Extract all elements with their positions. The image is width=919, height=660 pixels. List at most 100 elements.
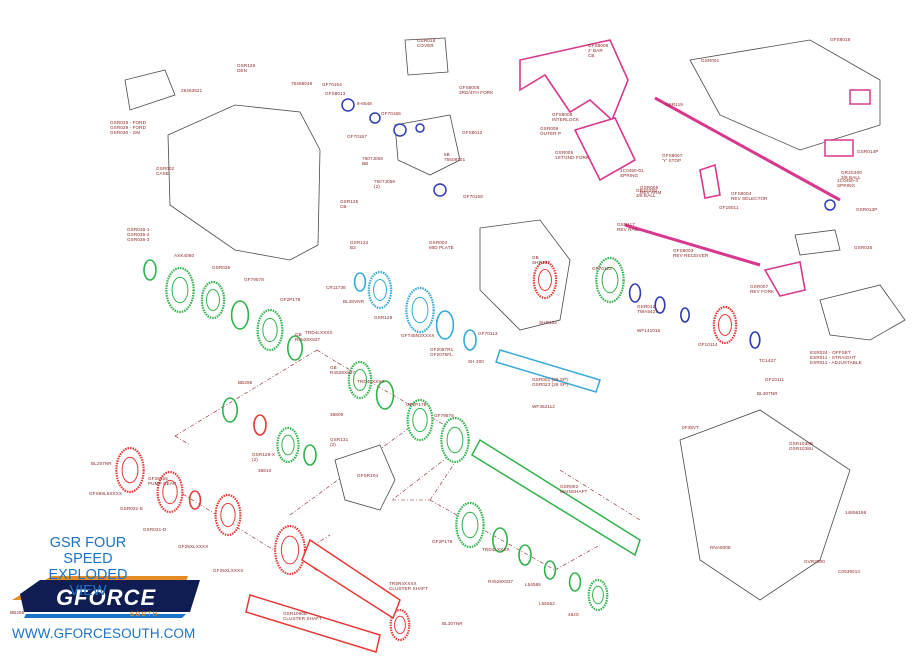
guide-line	[429, 499, 556, 571]
gear-3rd	[256, 308, 284, 352]
part-label: GSR012 TWA5427	[637, 304, 658, 315]
ring-lower-1	[491, 527, 508, 553]
part-label: GFT45N3XXXX	[401, 333, 435, 338]
part-label: SHR132	[539, 320, 557, 325]
part-label: GB SHR137	[532, 255, 550, 266]
part-label: BL307NR	[757, 391, 778, 396]
guide-line	[316, 349, 339, 364]
part-label: TRD4LXXXX	[482, 547, 510, 552]
guide-line	[174, 349, 318, 437]
part-label: GF25XLXXXX	[213, 568, 244, 573]
cyan-ring-3	[463, 329, 477, 351]
gear-4th	[165, 266, 195, 314]
guide-line	[391, 439, 471, 501]
ring-mid	[303, 444, 317, 466]
part-label: GR2S300 3/8 BALL	[636, 188, 657, 199]
part-label: GB R4528X837	[295, 332, 321, 343]
blue-ring-4	[749, 331, 761, 349]
part-label: SH 200	[468, 359, 484, 364]
mid-green-gear-bore	[601, 266, 619, 294]
part-label: GFS8003 REV RECEIVER	[673, 248, 709, 259]
cyan-gear-1-bore	[373, 279, 387, 301]
part-label: 25463521	[181, 88, 203, 93]
part-label: 36809	[330, 412, 344, 417]
magenta-block-1	[824, 139, 854, 157]
part-label: 36810	[258, 468, 272, 473]
guide-line	[554, 544, 601, 571]
part-label: GF70154	[322, 82, 342, 87]
part-label: GFS8013	[325, 91, 346, 96]
part-label: AXK4060	[174, 253, 195, 258]
snap-ring	[286, 335, 303, 361]
part-label: GSR119	[665, 102, 683, 107]
ring-lower-4	[568, 572, 582, 592]
magenta-block-2	[849, 89, 871, 105]
part-label: GSR028 - FORD GSR029 - FORD GSR030 - GM	[110, 120, 147, 136]
cyan-gear-2	[405, 286, 435, 334]
gear-1st-bore	[446, 426, 464, 454]
ring-left	[222, 397, 239, 423]
synchro-hub-bore	[206, 289, 220, 311]
part-label: WF141016	[637, 328, 661, 333]
part-label: GF2P178	[432, 539, 453, 544]
ring-lower-3	[543, 560, 557, 580]
rev-fork	[763, 261, 806, 297]
part-label: GSR031-E	[120, 506, 144, 511]
cluster-shaft-2	[245, 594, 381, 653]
blue-ring-2	[654, 296, 666, 314]
ring-2nd	[375, 380, 395, 410]
part-label: BB295	[238, 380, 253, 385]
part-label: 1C0450-4 SPRING	[837, 178, 858, 189]
part-label: GSR035	[854, 245, 873, 250]
blue-gear-2	[393, 123, 407, 137]
guide-line	[174, 435, 191, 446]
synchro-1st2nd	[406, 398, 434, 442]
cluster-gear-2-bore	[280, 535, 300, 565]
part-label: GF10111	[765, 377, 785, 382]
part-label: GSR117 REV RAIL	[617, 222, 639, 233]
part-label: GF2P178	[406, 402, 427, 407]
part-label: GF70122	[592, 266, 612, 271]
part-label: 4820	[568, 612, 579, 617]
blue-ring-3	[679, 307, 690, 323]
blue-ring-1	[628, 283, 642, 303]
part-label: GFS59L5XXXX	[89, 491, 123, 496]
part-label: 7607J058 BB	[362, 156, 383, 167]
rev-arm	[699, 163, 721, 199]
part-label: GFS8008 INTERLOCK	[552, 112, 580, 123]
part-label: GSR035	[212, 265, 231, 270]
logo-stripe	[24, 614, 186, 618]
part-label: GSR001 (29 SP) GSR023 (26 SP)	[532, 377, 568, 388]
guide-line	[289, 534, 331, 561]
part-label: BL307NR	[442, 621, 463, 626]
part-label: GF70156	[381, 111, 401, 116]
tail-housing	[679, 409, 851, 601]
gear-4th-bore	[171, 276, 189, 304]
part-label: TC1427	[759, 358, 776, 363]
gear-2nd	[347, 360, 373, 400]
title-line-2: EXPLODED VIEW	[48, 567, 128, 599]
part-label: GF18011	[719, 205, 739, 210]
part-label: RNA6008	[710, 545, 731, 550]
part-label: GF70157	[347, 134, 367, 139]
red-gear-rev	[712, 305, 738, 345]
input-shaft	[495, 349, 601, 393]
part-label: GR2S300 3/8 BALL	[841, 170, 862, 181]
gear-3rd-bore	[262, 317, 278, 343]
gear-2nd-bore	[353, 369, 367, 391]
part-label: 75498048	[291, 81, 313, 86]
ring-red-1	[253, 414, 267, 436]
parts-layer	[115, 37, 906, 653]
guide-line	[559, 469, 641, 521]
blue-ball	[824, 199, 836, 211]
part-label: WF362112	[532, 404, 555, 409]
pump-gear-bore	[162, 479, 178, 505]
cyan-gear-1	[367, 270, 393, 310]
part-label: 14856196	[845, 510, 867, 515]
part-label: GSR001	[701, 58, 720, 63]
part-label: GF79578	[434, 413, 454, 418]
part-label: GSR124 B3	[350, 240, 369, 251]
gear-mid	[276, 426, 300, 464]
mainshaft	[471, 438, 641, 557]
